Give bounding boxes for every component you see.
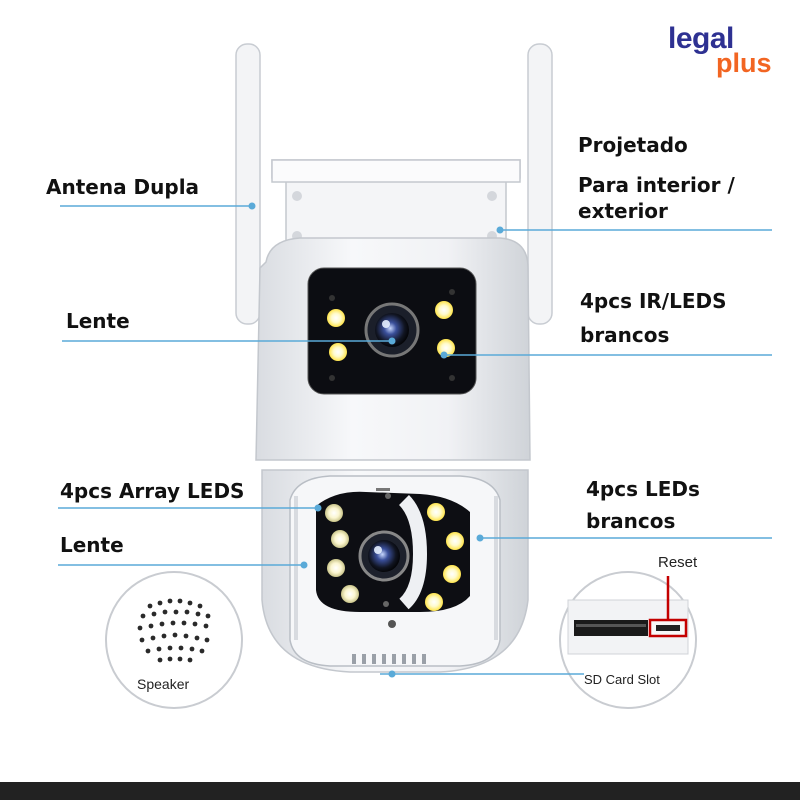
antenna-left [235, 43, 261, 325]
label-white-leds-line1: 4pcs LEDs [586, 477, 700, 501]
brand-logo-text-plus: plus [716, 48, 772, 78]
label-designed-line3: exterior [578, 199, 668, 223]
label-designed-line2: Para interior / [578, 173, 735, 197]
label-designed-line1: Projetado [578, 133, 688, 157]
mount-bracket [271, 159, 521, 251]
bottom-lens-face [316, 488, 470, 664]
label-ir-leds-line1: 4pcs IR/LEDS [580, 289, 727, 313]
brand-logo-text-legal: legal [668, 22, 734, 55]
label-antenna: Antena Dupla [46, 175, 200, 199]
speaker-inset [105, 571, 243, 709]
label-ir-leds-line2: brancos [580, 323, 670, 347]
label-array-leds: 4pcs Array LEDS [60, 479, 245, 503]
antenna-right [527, 43, 553, 325]
bottom-edge [0, 782, 800, 800]
sd-slot-caption: SD Card Slot [584, 672, 660, 687]
reset-caption: Reset [658, 554, 698, 571]
label-white-leds-line2: brancos [586, 509, 676, 533]
label-lens-top: Lente [66, 309, 130, 333]
speaker-caption: Speaker [137, 676, 190, 692]
label-lens-bottom: Lente [60, 533, 124, 557]
top-lens-panel [307, 267, 477, 395]
sd-card-inset [559, 571, 697, 709]
leader-dots [248, 202, 504, 678]
leader-lines [58, 205, 772, 675]
